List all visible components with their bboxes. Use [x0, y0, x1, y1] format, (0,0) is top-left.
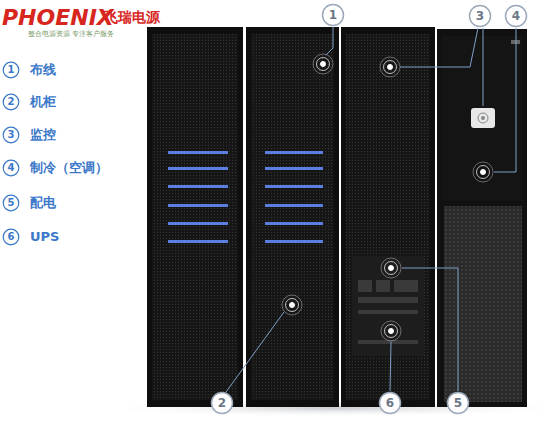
callout-number: 1 [321, 3, 345, 27]
legend-number: 2 [2, 93, 20, 111]
legend-item: 1 布线 [2, 61, 142, 79]
server-rack [246, 27, 339, 407]
legend-item: 3 监控 [2, 126, 142, 144]
legend-text: 监控 [30, 126, 56, 144]
legend-text: 配电 [30, 194, 56, 212]
callout-number: 6 [378, 391, 402, 415]
hotspot-marker [282, 54, 493, 341]
legend-item: 5 配电 [2, 194, 142, 212]
power-rack [341, 27, 435, 407]
legend-number: 4 [2, 159, 20, 177]
callout-number: 3 [468, 4, 492, 28]
callout-circle: 2 [210, 391, 234, 415]
legend-text: 机柜 [30, 93, 56, 111]
callout-circle: 4 [504, 4, 528, 28]
callout-number: 5 [446, 391, 470, 415]
callout-circle: 1 [321, 3, 345, 27]
callout-number: 2 [210, 391, 234, 415]
callout-circle: 3 [468, 4, 492, 28]
callout-circle: 6 [378, 391, 402, 415]
legend-number: 1 [2, 61, 20, 79]
monitor-hotspot [471, 108, 495, 128]
server-rack [147, 27, 243, 407]
legend-text: UPS [30, 228, 59, 246]
callout-number: 4 [504, 4, 528, 28]
legend-number: 5 [2, 194, 20, 212]
legend-text: 布线 [30, 61, 56, 79]
legend-item: 6 UPS [2, 228, 142, 246]
legend-item: 2 机柜 [2, 93, 142, 111]
callout-circle: 5 [446, 391, 470, 415]
legend-number: 3 [2, 126, 20, 144]
legend-item: 4 制冷（空调） [2, 159, 142, 177]
brand-logo: PHOENIX [2, 6, 114, 30]
leader-line [226, 27, 516, 392]
legend-number: 6 [2, 228, 20, 246]
brand-slogan: 整合电源资源 专注客户服务 [28, 31, 114, 39]
cooling-rack [437, 29, 527, 407]
brand-name: 飞瑞电源 [104, 10, 160, 25]
legend-text: 制冷（空调） [30, 159, 108, 177]
